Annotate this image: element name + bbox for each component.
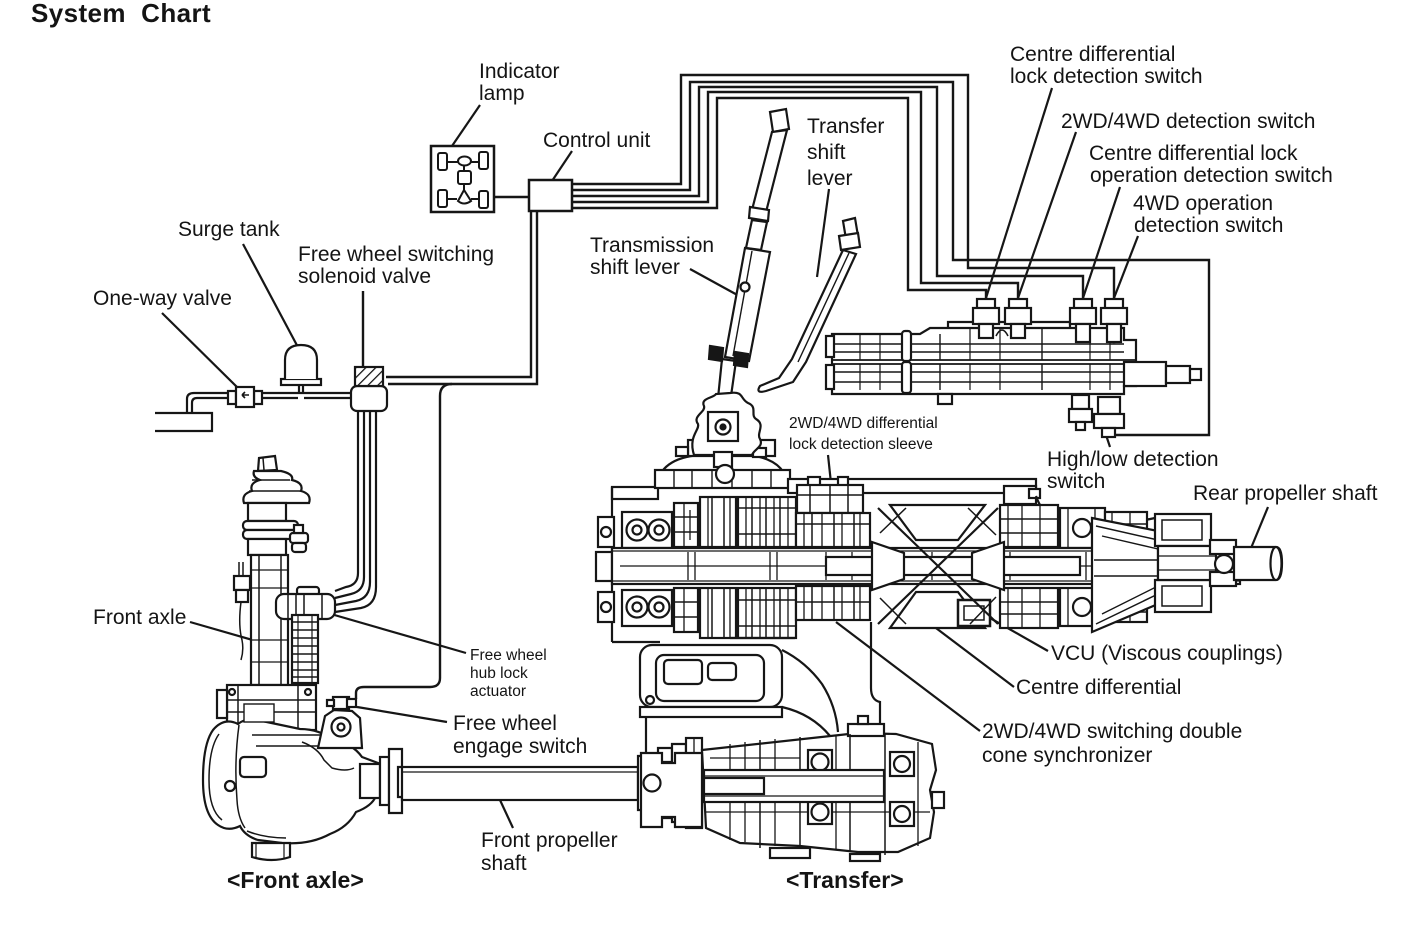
- svg-text:shaft: shaft: [481, 852, 527, 875]
- svg-text:<Front axle>: <Front axle>: [227, 867, 364, 893]
- svg-text:2WD/4WD detection switch: 2WD/4WD detection switch: [1061, 110, 1315, 133]
- svg-text:High/low detection: High/low detection: [1047, 448, 1219, 471]
- svg-text:cone synchronizer: cone synchronizer: [982, 744, 1152, 767]
- svg-text:Front axle: Front axle: [93, 606, 186, 629]
- svg-text:lamp: lamp: [479, 82, 525, 105]
- svg-text:Centre differential lock: Centre differential lock: [1089, 142, 1298, 165]
- svg-text:Centre differential: Centre differential: [1016, 676, 1181, 699]
- svg-text:lock detection sleeve: lock detection sleeve: [789, 436, 933, 453]
- svg-text:shift lever: shift lever: [590, 256, 680, 279]
- svg-text:2WD/4WD switching double: 2WD/4WD switching double: [982, 720, 1242, 743]
- svg-text:Transmission: Transmission: [590, 234, 714, 257]
- svg-text:solenoid valve: solenoid valve: [298, 265, 431, 288]
- svg-text:Front propeller: Front propeller: [481, 829, 618, 852]
- svg-text:<Transfer>: <Transfer>: [786, 867, 904, 893]
- svg-text:engage switch: engage switch: [453, 735, 587, 758]
- svg-text:VCU (Viscous couplings): VCU (Viscous couplings): [1051, 642, 1283, 665]
- svg-text:Centre differential: Centre differential: [1010, 43, 1175, 66]
- svg-text:switch: switch: [1047, 470, 1105, 493]
- svg-text:2WD/4WD differential: 2WD/4WD differential: [789, 415, 938, 432]
- svg-text:Free wheel: Free wheel: [470, 647, 547, 664]
- svg-text:lever: lever: [807, 167, 853, 190]
- svg-text:Rear propeller shaft: Rear propeller shaft: [1193, 482, 1378, 505]
- svg-text:actuator: actuator: [470, 683, 526, 700]
- svg-text:Free wheel switching: Free wheel switching: [298, 243, 494, 266]
- svg-text:Surge tank: Surge tank: [178, 218, 280, 241]
- svg-text:detection switch: detection switch: [1134, 214, 1283, 237]
- svg-text:Transfer: Transfer: [807, 115, 884, 138]
- svg-text:lock detection switch: lock detection switch: [1010, 65, 1203, 88]
- svg-text:Indicator: Indicator: [479, 60, 560, 83]
- svg-text:hub lock: hub lock: [470, 665, 528, 682]
- svg-text:Free wheel: Free wheel: [453, 712, 557, 735]
- svg-text:One-way valve: One-way valve: [93, 287, 232, 310]
- svg-text:operation detection switch: operation detection switch: [1090, 164, 1333, 187]
- svg-text:shift: shift: [807, 141, 846, 164]
- svg-text:4WD operation: 4WD operation: [1133, 192, 1273, 215]
- svg-text:System Chart: System Chart: [31, 0, 211, 28]
- svg-text:Control unit: Control unit: [543, 129, 651, 152]
